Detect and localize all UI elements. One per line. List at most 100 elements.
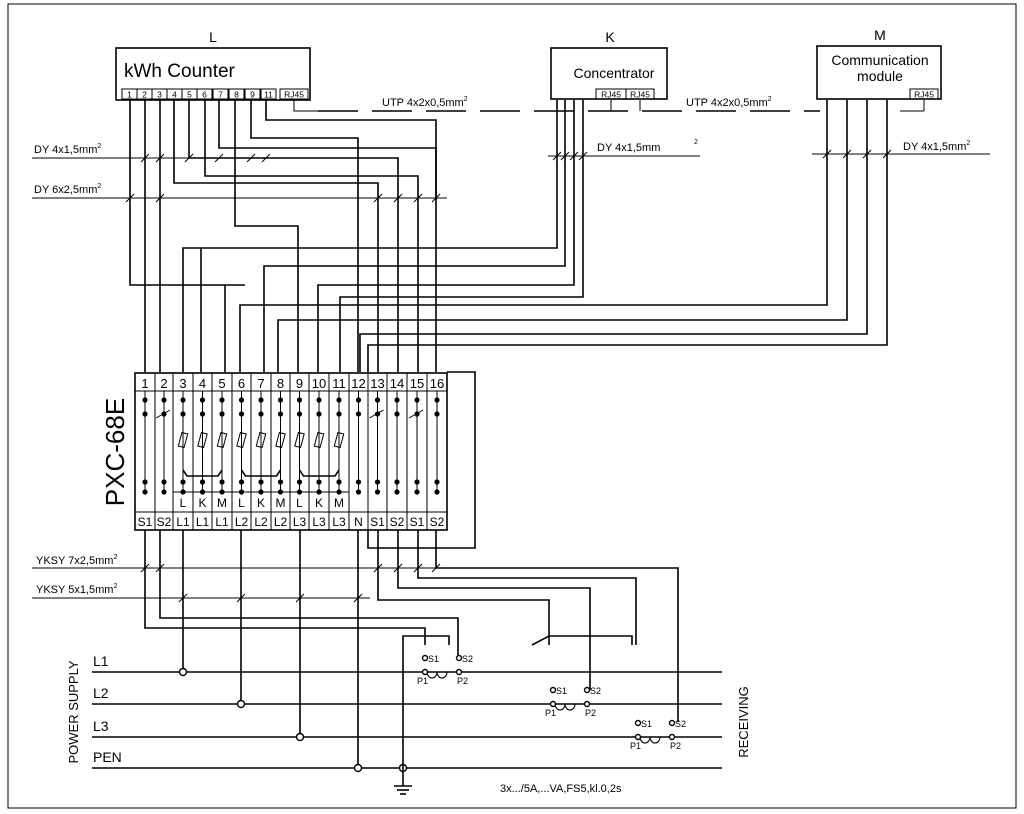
terminal-number: 5 xyxy=(218,376,225,391)
concentrator: K Concentrator RJ45 RJ45 xyxy=(550,29,668,100)
terminal-phase: L1 xyxy=(215,515,229,529)
fuse-icon xyxy=(216,431,228,449)
terminal-phase: S2 xyxy=(390,515,405,529)
cable-tick xyxy=(431,193,441,203)
terminal-number: 3 xyxy=(179,376,186,391)
counter-pin-box xyxy=(196,88,213,100)
counter-pin-label: 11 xyxy=(264,90,273,100)
terminal-node xyxy=(336,479,342,485)
terminal-node xyxy=(142,479,148,485)
ct-p1-node xyxy=(549,700,557,708)
ct-p2-node xyxy=(455,668,463,676)
terminal-node xyxy=(277,479,284,485)
ct-p1-label: P1 xyxy=(417,676,428,686)
counter-pin-label: 2 xyxy=(142,90,147,100)
yksy-label-1: YKSY 7x2,5mm2 xyxy=(36,554,117,567)
terminal-node xyxy=(277,397,284,403)
ct-s2-node xyxy=(668,719,676,727)
ct-p1-node xyxy=(421,668,429,676)
ct-s1-node xyxy=(549,686,557,694)
terminal-node xyxy=(316,479,322,485)
ct-p1-node xyxy=(634,733,642,741)
utp-label-2: UTP 4x2x0,5mm2 xyxy=(686,96,772,109)
dy-label-m: DY 4x1,5mm2 xyxy=(903,140,970,153)
concentrator-rj45-a: RJ45 xyxy=(601,90,621,100)
terminal-node xyxy=(219,479,225,485)
cable-tick xyxy=(413,193,423,203)
terminal-node xyxy=(316,489,322,495)
comm-name-1: Communication xyxy=(831,52,928,68)
terminal-mid-label: K xyxy=(257,496,265,510)
ct-s2-label: S2 xyxy=(590,686,601,696)
dy-label-k: DY 4x1,5mm xyxy=(597,142,660,154)
terminal-node xyxy=(180,397,186,403)
terminal-number: 10 xyxy=(312,376,326,391)
cable-tick xyxy=(822,149,832,159)
ct-s2-label: S2 xyxy=(462,654,473,664)
terminal-block: PXC-68E 1S12S23L1L4L1K5L1M6L2L7L2K8L2M9L… xyxy=(100,372,448,531)
terminal-node xyxy=(414,397,420,403)
ct-p1-label: P1 xyxy=(545,708,556,718)
comm-rj45: RJ45 xyxy=(914,90,934,100)
terminal-number: 13 xyxy=(370,376,384,391)
terminal-node xyxy=(142,489,148,495)
terminal-node xyxy=(219,397,225,403)
terminal-node xyxy=(238,479,245,485)
terminal-node xyxy=(277,489,284,495)
ground-icon xyxy=(394,645,412,795)
dy-label-k-sup: 2 xyxy=(694,139,698,146)
terminal-number: 9 xyxy=(296,376,303,391)
terminal-phase: L3 xyxy=(293,515,307,529)
cable-tick xyxy=(882,149,892,159)
ct-s1-node xyxy=(634,719,642,727)
terminal-node xyxy=(355,489,362,495)
terminal-node xyxy=(142,397,148,403)
yksy-cables: YKSY 7x2,5mm2 YKSY 5x1,5mm2 xyxy=(32,554,447,599)
line-l3: L3 xyxy=(93,718,109,734)
terminal-mid-label: L xyxy=(180,496,187,510)
cable-tick xyxy=(578,151,588,161)
terminal-phase: L1 xyxy=(196,515,210,529)
receiving-label: RECEIVING xyxy=(736,686,751,758)
ct-coil-icon xyxy=(554,703,576,711)
terminal-node xyxy=(199,489,206,495)
terminal-phase: L3 xyxy=(312,515,326,529)
ct-s1-label: S1 xyxy=(641,719,652,729)
cable-tick xyxy=(214,153,224,163)
terminal-name: PXC-68E xyxy=(100,398,130,506)
terminal-node xyxy=(199,411,206,417)
line-l1: L1 xyxy=(93,653,109,669)
terminal-node xyxy=(355,479,362,485)
terminal-bottom-cell xyxy=(426,511,448,531)
terminal-node xyxy=(296,397,303,403)
cable-tick xyxy=(155,193,165,203)
terminal-number: 1 xyxy=(141,376,148,391)
terminal-number: 14 xyxy=(390,376,404,391)
comm-tag: M xyxy=(874,27,886,43)
terminal-node xyxy=(434,489,440,495)
dy-label-2: DY 6x2,5mm2 xyxy=(34,183,101,196)
terminal-node xyxy=(434,411,440,417)
ct-p2-label: P2 xyxy=(670,741,681,751)
ct-p2-label: P2 xyxy=(585,708,596,718)
terminal-number: 12 xyxy=(351,376,365,391)
terminal-node xyxy=(180,489,186,495)
terminal-node xyxy=(296,489,303,495)
concentrator-rj45-b: RJ45 xyxy=(630,90,650,100)
counter-pin-label: 5 xyxy=(187,90,192,100)
dy-label-1: DY 4x1,5mm2 xyxy=(34,143,101,156)
counter-pin-label: 3 xyxy=(157,90,162,100)
utp-cable: UTP 4x2x0,5mm2 UTP 4x2x0,5mm2 xyxy=(293,96,925,112)
cable-tick xyxy=(125,193,135,203)
terminal-node xyxy=(142,411,148,417)
cable-tick xyxy=(842,149,852,159)
counter-pin-box xyxy=(212,88,229,100)
ct-note: 3x.../5A,...VA,FS5,kl.0,2s xyxy=(500,783,622,795)
terminal-node xyxy=(180,411,186,417)
switch-icon xyxy=(155,409,171,419)
fuse-icon xyxy=(294,431,305,449)
